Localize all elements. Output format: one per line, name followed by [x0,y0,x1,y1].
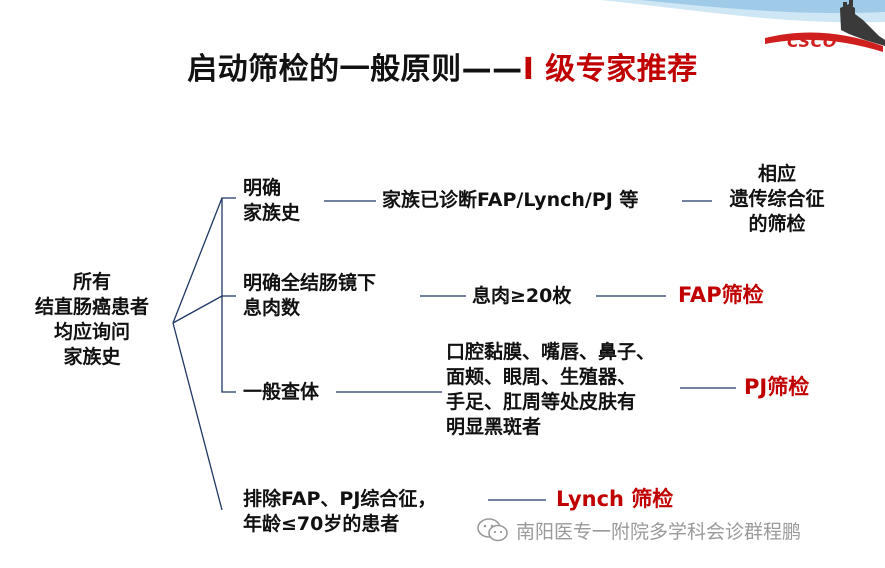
slide-title: 启动筛检的一般原则——I 级专家推荐 [0,44,885,88]
title-main: 启动筛检的一般原则—— [187,52,523,87]
branch1-criteria: 家族已诊断FAP/Lynch/PJ 等 [382,189,639,211]
connector-root-top [172,197,223,324]
great-wall-icon [765,0,885,52]
branch3-criteria: 口腔黏膜、嘴唇、鼻子、 面颊、眼周、生殖器、 手足、肛周等处皮肤有 明显黑斑者 [446,341,656,438]
root-node: 所有 结直肠癌患者 均应询问 家族史 [22,270,162,370]
branch2-result: FAP筛检 [678,283,764,307]
connector-root-bottom [172,322,223,511]
branch4-result: Lynch 筛检 [556,487,674,511]
branch2-criteria: 息肉≥20枚 [472,285,572,307]
title-highlight: I 级专家推荐 [522,52,698,87]
branch1-condition: 明确 家族史 [243,177,301,224]
connector-bracket [221,197,236,393]
root-line: 结直肠癌患者 [34,296,149,318]
branch4-condition: 排除FAP、PJ综合征， 年龄≤70岁的患者 [243,488,437,535]
wechat-icon [477,518,508,542]
root-line: 所有 [72,271,111,293]
watermark: 南阳医专一附院多学科会诊群程鹏 [476,516,801,544]
root-line: 均应询问 [53,321,130,343]
watermark-text: 南阳医专一附院多学科会诊群程鹏 [516,520,802,543]
branch3-result: PJ筛检 [744,375,810,399]
logo-text: CSCO [786,32,837,51]
connector-root-mid [172,295,223,324]
branch2-condition: 明确全结肠镜下 息肉数 [243,272,377,319]
branch3-condition: 一般查体 [243,381,320,403]
csco-logo: CSCO [745,0,885,60]
root-line: 家族史 [63,346,121,368]
branch1-result: 相应 遗传综合征 的筛检 [729,163,825,235]
